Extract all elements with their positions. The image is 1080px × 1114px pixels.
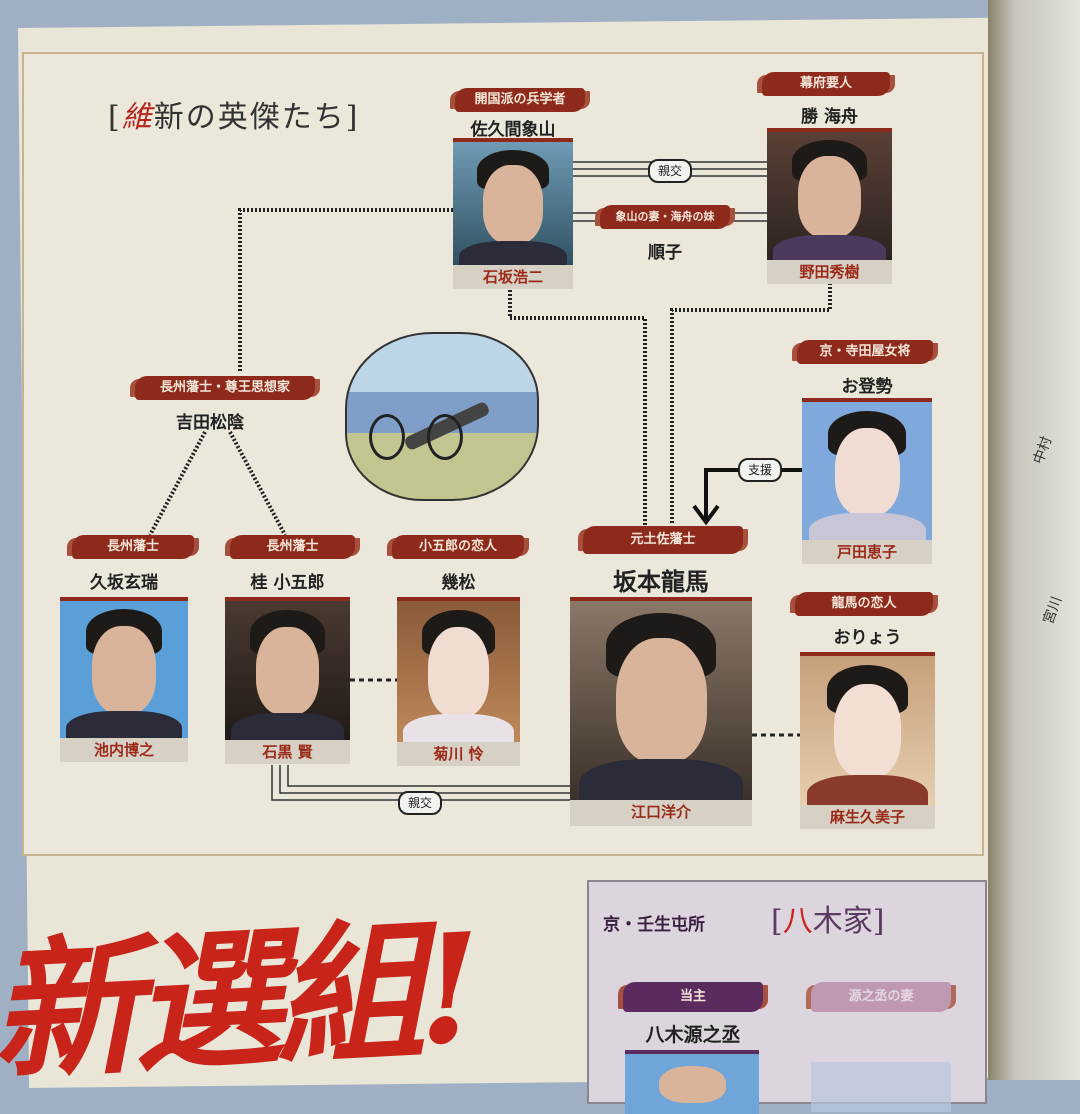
character-name: 吉田松陰 <box>176 413 244 433</box>
character-name: おりょう <box>833 628 902 648</box>
yagi-location: 京・壬生屯所 <box>603 915 705 935</box>
sakuma-yoshida-line <box>238 208 453 372</box>
character-name: 幾松 <box>441 573 476 593</box>
actor-photo <box>800 652 935 809</box>
actor-name: 池内博之 <box>60 738 188 762</box>
relation-label: 支援 <box>738 458 783 482</box>
next-page-edge: 中村 宮川 <box>988 0 1080 1080</box>
role-tag: 長州藩士・尊王思想家 <box>135 376 315 400</box>
role-tag: 源之丞の妻 <box>811 982 951 1012</box>
character-name: 順子 <box>648 243 682 263</box>
actor-photo <box>397 597 520 746</box>
yagi-title: [八木家] <box>771 904 885 939</box>
shinsengumi-banner: 新選組! <box>0 900 479 1102</box>
role-tag: 小五郎の恋人 <box>392 535 524 559</box>
yoshida-katsura-line <box>228 431 287 536</box>
actor-photo <box>767 128 892 264</box>
character-name: お登勢 <box>841 377 893 397</box>
actor-photo <box>453 138 573 269</box>
role-tag: 元土佐藩士 <box>583 526 743 554</box>
yagi-family-box: 京・壬生屯所 [八木家] 当主 八木源之丞 源之丞の妻 <box>587 880 987 1114</box>
role-tag: 開国派の兵学者 <box>455 88 585 112</box>
actor-photo <box>802 398 932 544</box>
ships-and-cannon-illustration <box>345 332 539 501</box>
actor-photo <box>570 597 752 804</box>
actor-photo <box>811 1062 951 1112</box>
character-name: 佐久間象山 <box>470 120 556 140</box>
role-tag: 当主 <box>623 982 763 1012</box>
character-name: 勝 海舟 <box>801 107 858 127</box>
role-tag: 京・寺田屋女将 <box>797 340 933 364</box>
katsu-ryoma-line <box>670 283 832 525</box>
actor-photo <box>60 597 188 742</box>
role-tag: 幕府要人 <box>762 72 890 96</box>
character-name: 八木源之丞 <box>645 1024 741 1046</box>
role-tag: 龍馬の恋人 <box>795 592 933 616</box>
actor-photo <box>625 1050 759 1114</box>
relation-label: 親交 <box>398 791 443 815</box>
actor-name: 戸田恵子 <box>802 540 932 564</box>
actor-name: 石坂浩二 <box>453 265 573 289</box>
yoshida-kusaka-line <box>148 431 207 536</box>
character-name: 坂本龍馬 <box>613 567 709 596</box>
actor-photo <box>225 597 350 744</box>
relation-label: 親交 <box>648 159 693 183</box>
diagram-title: [維新の英傑たち] <box>108 100 360 135</box>
role-tag: 象山の妻・海舟の妹 <box>600 205 730 229</box>
actor-name: 野田秀樹 <box>767 260 892 284</box>
actor-name: 石黒 賢 <box>225 740 350 764</box>
actor-name: 菊川 怜 <box>397 742 520 766</box>
sakuma-ryoma-line <box>508 290 647 525</box>
character-name: 桂 小五郎 <box>250 573 325 593</box>
connector-lines <box>148 161 832 801</box>
role-tag: 長州藩士 <box>72 535 194 559</box>
character-name: 久坂玄瑞 <box>90 573 158 593</box>
actor-name: 麻生久美子 <box>800 805 935 829</box>
actor-name: 江口洋介 <box>570 800 752 826</box>
role-tag: 長州藩士 <box>230 535 355 559</box>
